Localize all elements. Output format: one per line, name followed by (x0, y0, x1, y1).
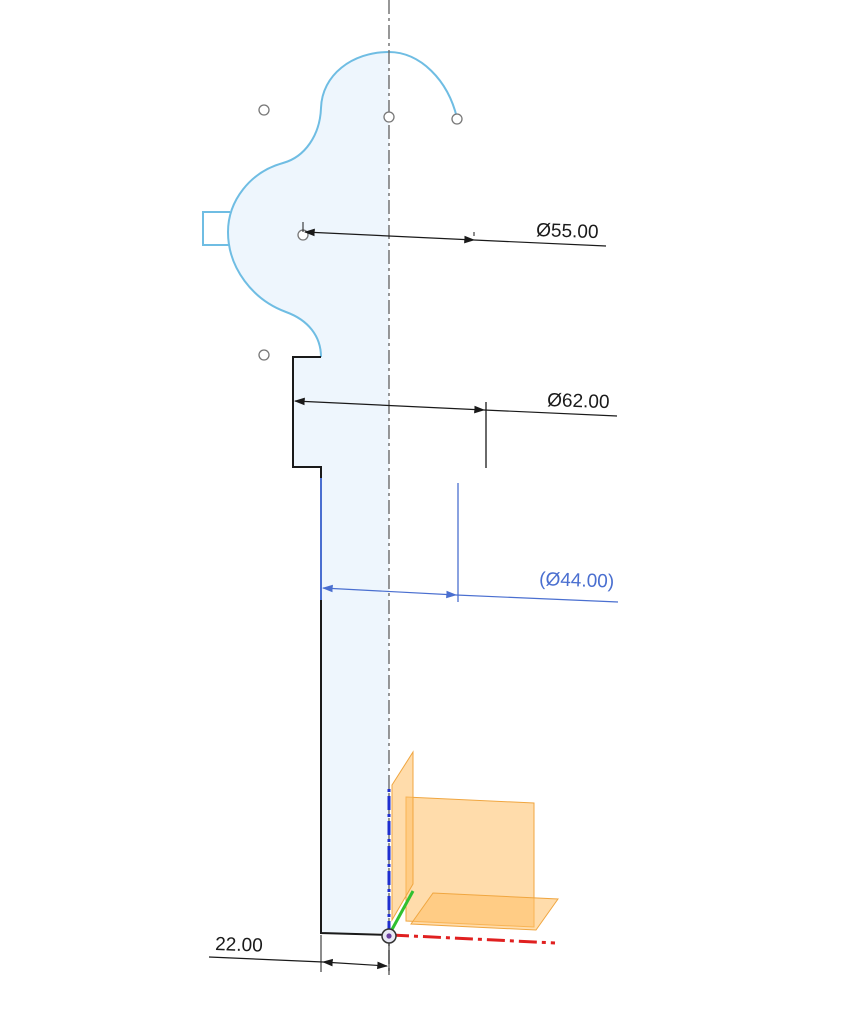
profile-lower-lines[interactable] (292, 356, 390, 936)
origin-plane-horizontal[interactable] (410, 892, 559, 931)
dimension-d55[interactable]: Ø55.00 (302, 220, 607, 247)
dimension-w22[interactable]: 22.00 (208, 934, 390, 975)
axis-x[interactable] (390, 933, 556, 945)
axis-y[interactable] (387, 890, 415, 936)
dimension-d62-label[interactable]: Ø62.00 (547, 390, 610, 413)
dimension-w22-label[interactable]: 22.00 (215, 934, 263, 957)
dimension-d44-label[interactable]: (Ø44.00) (539, 569, 615, 593)
sketch-point-icon[interactable] (258, 349, 270, 361)
profile-tab[interactable] (202, 211, 230, 246)
origin-planes[interactable] (391, 750, 559, 931)
profile-region[interactable] (228, 52, 389, 933)
origin-plane-side[interactable] (391, 750, 414, 922)
dimension-d55-label[interactable]: Ø55.00 (536, 220, 599, 243)
sketch-point-icon[interactable] (258, 104, 270, 116)
dimension-d62[interactable]: Ø62.00 (293, 390, 618, 468)
sketch-point-icon[interactable] (451, 113, 463, 125)
dimension-d44[interactable]: (Ø44.00) (321, 483, 619, 603)
sketch-point-icon[interactable] (383, 111, 395, 123)
origin-icon[interactable] (381, 928, 397, 944)
